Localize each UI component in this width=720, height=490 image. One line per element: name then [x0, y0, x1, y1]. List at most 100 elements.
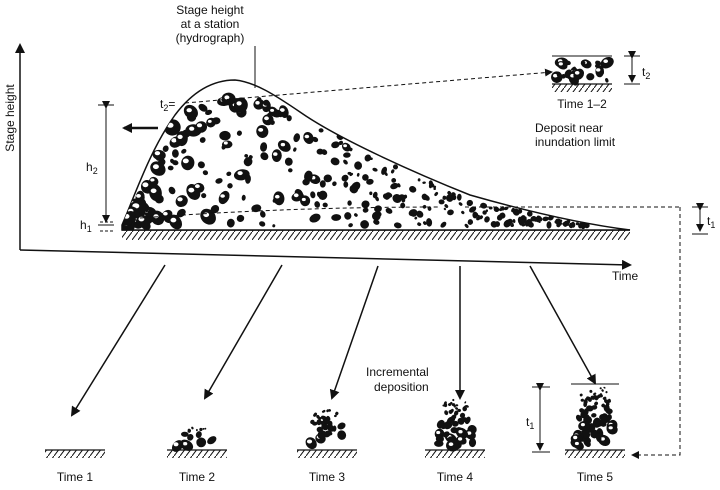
deposit-clast: [187, 428, 191, 432]
deposit-clast: [446, 416, 456, 424]
wedge-clast: [343, 152, 351, 158]
wedge-clast: [256, 125, 269, 138]
wedge-clast: [200, 208, 216, 225]
wedge-clast-highlight: [186, 108, 192, 113]
time-1-2-label: Time 1–2: [557, 97, 607, 111]
wedge-clast: [341, 174, 349, 182]
wedge-clast-highlight: [236, 101, 242, 106]
wedge-clast: [496, 214, 503, 221]
wedge-clast: [575, 222, 580, 226]
deposit-clast: [316, 419, 322, 426]
wedge-clast-highlight: [154, 151, 161, 156]
wedge-clast-highlight: [293, 193, 299, 198]
deposit-clast: [602, 396, 607, 400]
wedge-clast: [464, 223, 469, 229]
wedge-clast: [277, 140, 291, 152]
wedge-clast: [260, 142, 268, 152]
wedge-clast: [344, 212, 352, 220]
deposit-clast: [180, 439, 194, 451]
deposit-clast: [312, 421, 318, 426]
deposit-clast: [603, 404, 611, 413]
deposit-clast-highlight: [573, 435, 578, 440]
deposit-clast: [586, 73, 595, 81]
wedge-clast-highlight: [195, 184, 200, 189]
wedge-clast: [218, 190, 230, 205]
deposit-clast: [580, 398, 584, 402]
deposit-clast: [463, 405, 467, 409]
t2-marker: t2=: [160, 97, 175, 113]
deposit-clast: [187, 433, 194, 441]
wedge-clast: [210, 205, 220, 214]
wedge-clast: [245, 174, 251, 184]
wedge-clast: [321, 149, 328, 155]
wedge-clast: [172, 160, 179, 166]
wedge-clast: [260, 210, 266, 218]
wedge-clast-highlight: [273, 152, 278, 156]
wedge-clast: [372, 167, 378, 172]
deposit-boundary: [139, 206, 441, 219]
wedge-clast: [526, 211, 533, 217]
wedge-clast: [243, 157, 253, 167]
wedge-clast: [469, 206, 477, 213]
wedge-clast: [331, 214, 342, 221]
wedge-clast: [494, 221, 501, 227]
deposit-clast: [592, 417, 602, 428]
wedge-clast-highlight: [223, 141, 228, 145]
wedge-clast-highlight: [150, 188, 157, 194]
time-label-3: Time 3: [309, 470, 346, 484]
deposit-clast: [452, 398, 455, 402]
wedge-clast: [414, 216, 418, 220]
wedge-clast: [530, 215, 537, 222]
wedge-clast-highlight: [207, 119, 212, 123]
wedge-clast: [215, 178, 223, 184]
wedge-clast: [171, 149, 179, 158]
wedge-clast: [354, 213, 358, 217]
wedge-clast: [372, 191, 378, 199]
deposit-clast: [204, 427, 207, 430]
t1-column-dimension: [532, 383, 550, 453]
wedge-clast-highlight: [343, 144, 347, 148]
wedge-clast: [263, 99, 270, 106]
time-label-5: Time 5: [577, 470, 614, 484]
deposit-clast: [316, 414, 320, 419]
deposit-clast-highlight: [574, 71, 580, 75]
wedge-clast: [546, 221, 552, 229]
wedge-clast: [186, 112, 197, 122]
deposit-clast: [605, 391, 608, 394]
wedge-clast: [323, 174, 332, 183]
wedge-clast: [510, 223, 514, 228]
wedge-clast: [484, 216, 490, 223]
deposit-clast: [451, 420, 459, 427]
wedge-clast: [244, 153, 249, 158]
wedge-clast: [390, 182, 399, 190]
deposit-clast: [334, 414, 337, 418]
deposit-label-2: inundation limit: [535, 135, 616, 149]
deposit-column-time-5: [565, 383, 625, 458]
wedge-clast: [168, 186, 176, 195]
wedge-clast: [421, 193, 428, 201]
wedge-clast: [556, 220, 561, 226]
wedge-clast: [362, 174, 369, 181]
deposit-clast: [335, 411, 339, 416]
deposit-clast-highlight: [580, 423, 585, 427]
t2-right-label: t2: [642, 65, 650, 81]
wedge-clast: [409, 185, 417, 193]
deposit-clast: [325, 430, 333, 436]
wedge-clast: [512, 219, 516, 223]
wedge-clast: [392, 164, 399, 170]
wedge-clast: [316, 191, 321, 198]
wedge-clast: [347, 200, 352, 206]
wedge-clast-highlight: [182, 158, 189, 164]
wedge-clast: [273, 191, 285, 206]
wedge-clast-highlight: [280, 142, 286, 147]
deposit-clast: [449, 401, 453, 405]
wedge-clast: [322, 202, 328, 208]
wedge-clast: [354, 161, 363, 170]
deposit-clast: [446, 439, 459, 452]
x-axis: [19, 249, 632, 270]
wedge-clast: [314, 201, 321, 208]
wedge-clast: [472, 211, 478, 219]
deposit-clast: [599, 387, 602, 390]
ground-hatch: [297, 450, 357, 458]
deposit-clast: [468, 438, 477, 448]
